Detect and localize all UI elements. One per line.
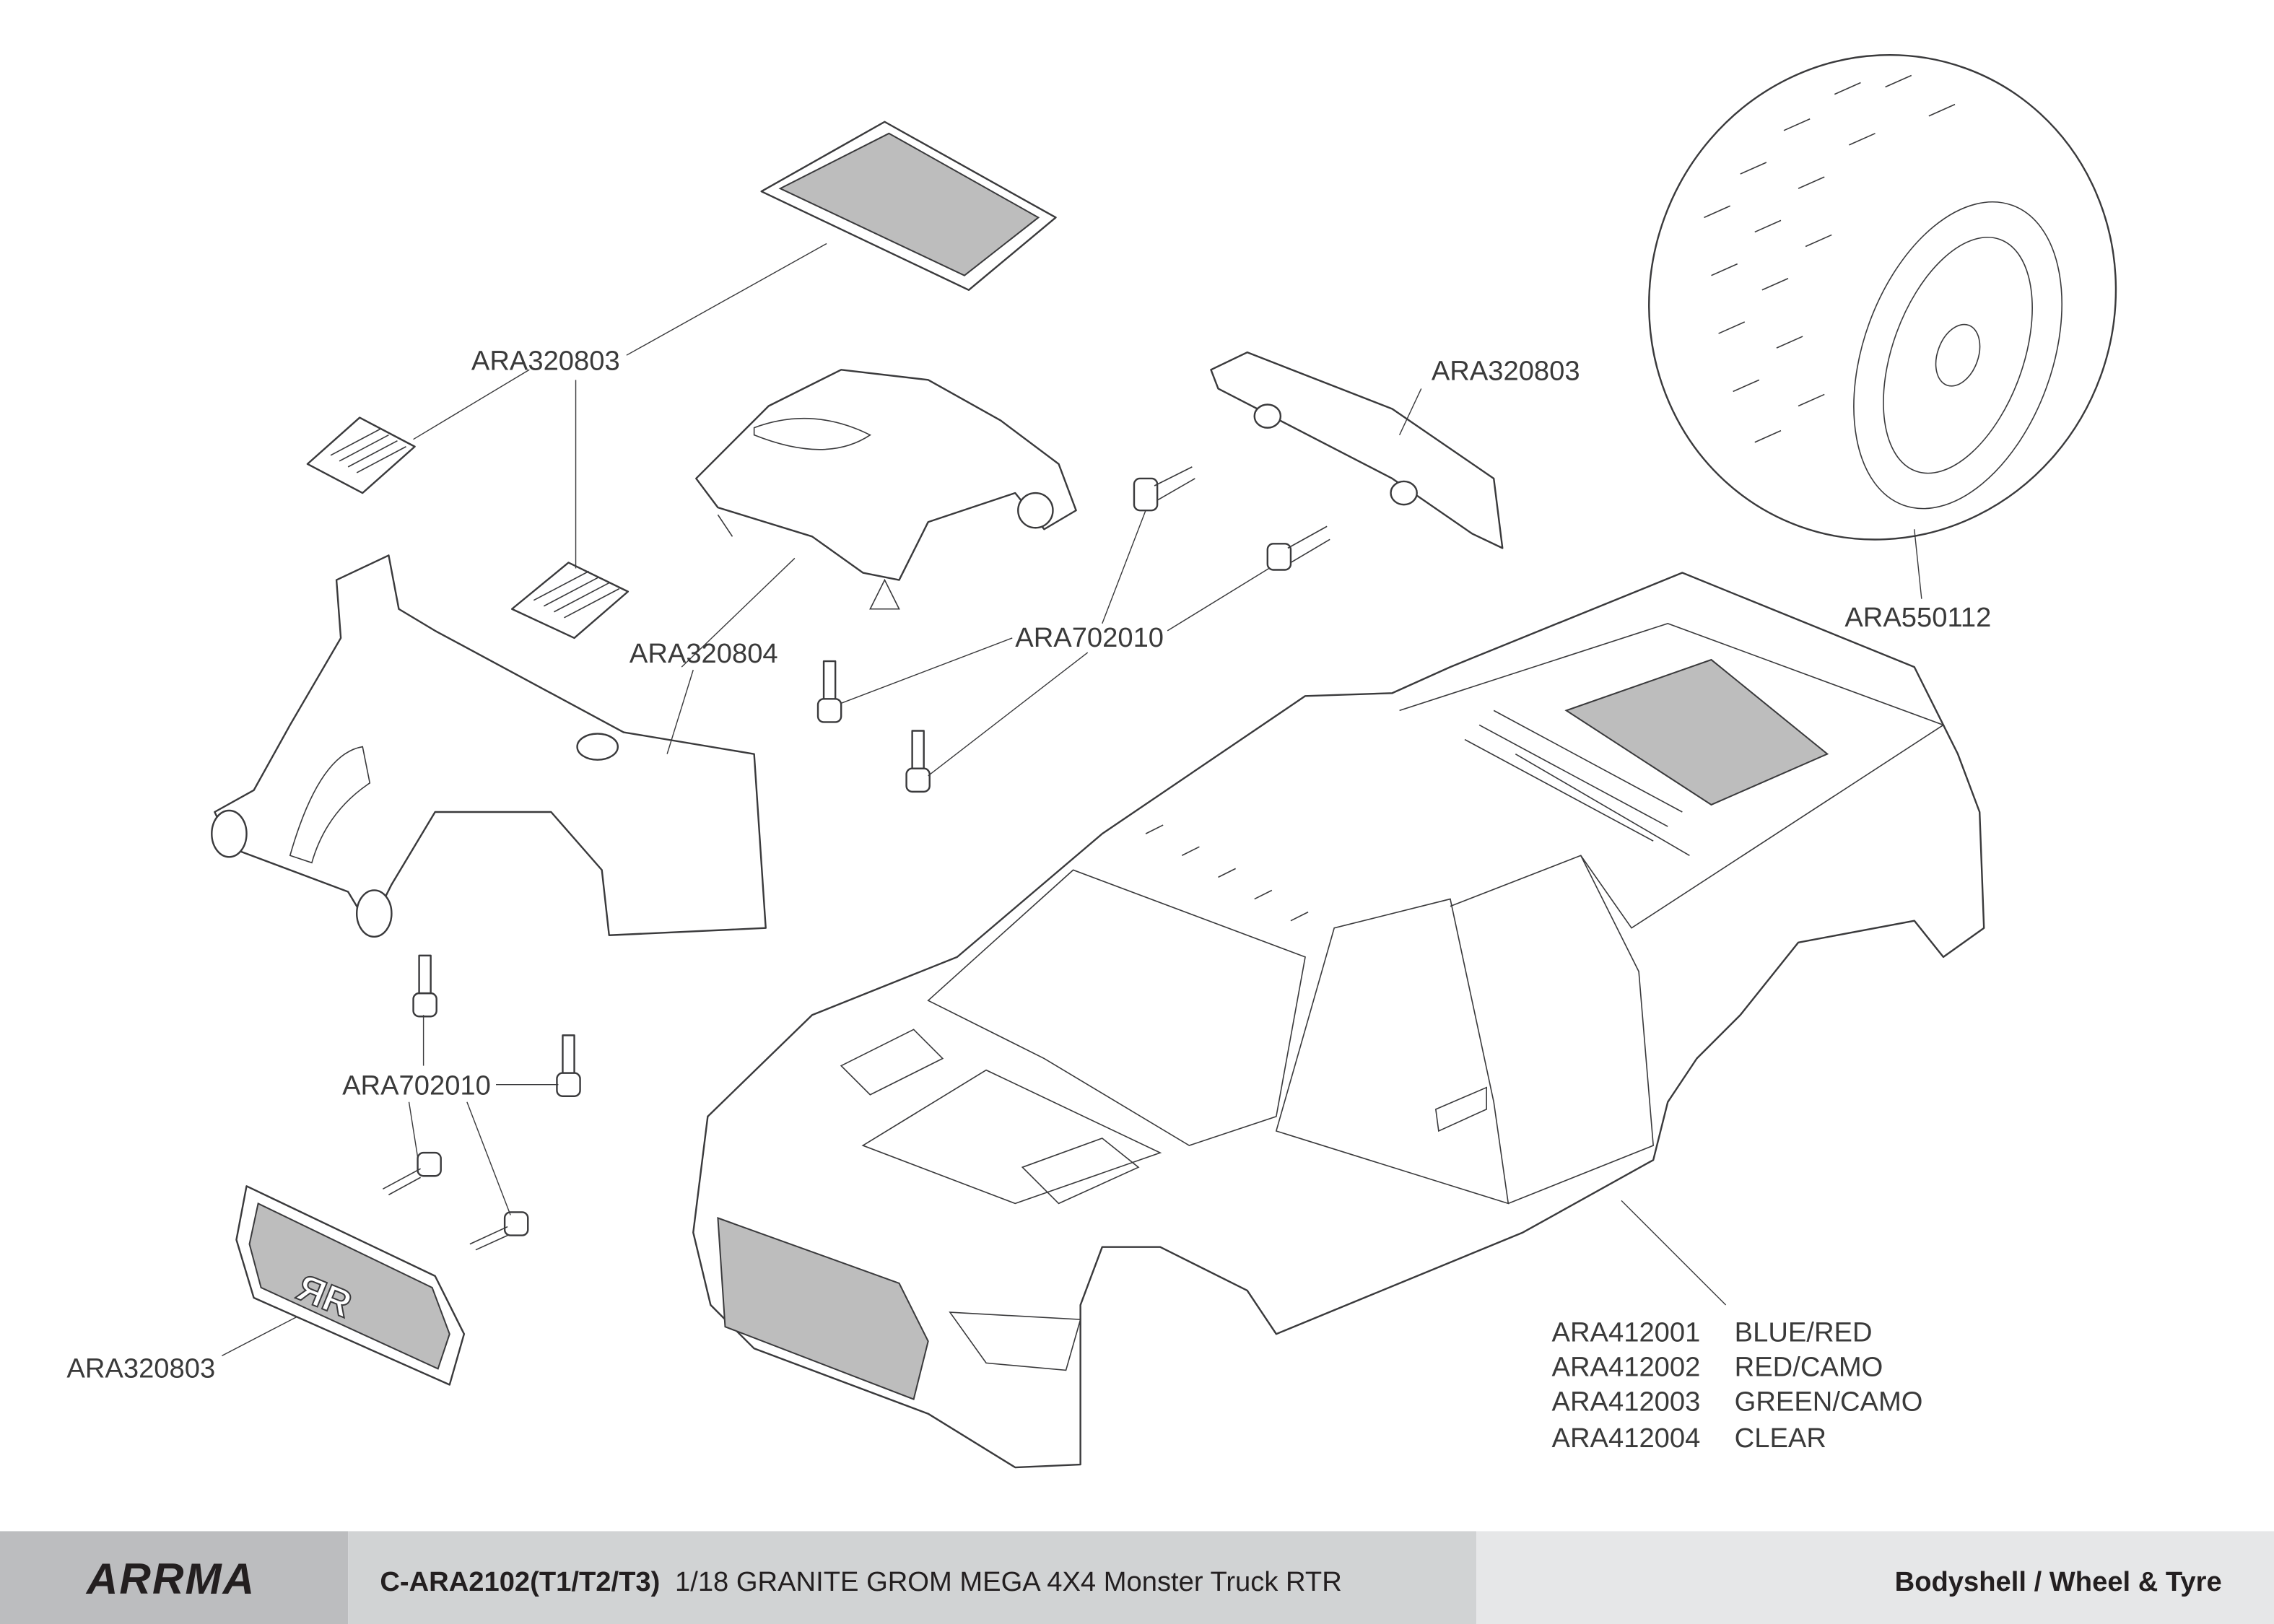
callout-spoiler: ARA320803 xyxy=(1432,355,1580,386)
roof-panel-part xyxy=(760,121,1057,291)
variant-part: ARA412002 xyxy=(1552,1351,1701,1382)
variant-part: ARA412001 xyxy=(1552,1317,1701,1348)
variant-color: RED/CAMO xyxy=(1735,1351,1883,1382)
body-mount-cage-part xyxy=(695,369,1077,610)
model-name: 1/18 GRANITE GROM MEGA 4X4 Monster Truck… xyxy=(675,1566,1342,1597)
model-code: C-ARA2102(T1/T2/T3) xyxy=(380,1566,660,1597)
screw-icon xyxy=(816,660,842,723)
screw-icon xyxy=(412,954,437,1018)
footer-bar: ARRMA C-ARA2102(T1/T2/T3) 1/18 GRANITE G… xyxy=(0,1531,2274,1624)
screw-icon xyxy=(382,1151,442,1196)
front-body-mount-part xyxy=(211,554,767,938)
screw-icon xyxy=(469,1211,529,1251)
variant-color: BLUE/RED xyxy=(1735,1317,1873,1348)
callout-roof-panel: ARA320803 xyxy=(471,345,620,376)
variant-color: GREEN/CAMO xyxy=(1735,1387,1923,1418)
vent-part-2 xyxy=(510,562,630,639)
callout-tyre: ARA550112 xyxy=(1844,602,1991,633)
section-title: Bodyshell / Wheel & Tyre xyxy=(1895,1566,2222,1597)
callout-cage: ARA320804 xyxy=(630,638,778,669)
body-variants-table: ARA412001 BLUE/RED ARA412002 RED/CAMO AR… xyxy=(1552,1317,1923,1454)
variant-part: ARA412003 xyxy=(1552,1387,1701,1418)
arrma-logo: ARRMA xyxy=(85,1554,256,1603)
spoiler-part xyxy=(1210,351,1504,549)
tyre-part xyxy=(1648,53,2117,541)
screw-icon xyxy=(556,1034,581,1097)
leader-lines xyxy=(222,243,1922,1356)
grille-part: ЯR xyxy=(235,1185,466,1386)
variant-color: CLEAR xyxy=(1735,1423,1826,1454)
screw-parts xyxy=(382,466,1330,1251)
callout-grille: ARA320803 xyxy=(66,1353,215,1384)
callout-screws-lower: ARA702010 xyxy=(342,1070,491,1101)
screw-icon xyxy=(905,730,931,793)
vent-part-1 xyxy=(306,416,416,494)
variant-part: ARA412004 xyxy=(1552,1423,1701,1454)
truck-bodyshell-part xyxy=(692,572,1985,1469)
screw-icon xyxy=(1133,466,1195,512)
screw-icon xyxy=(1266,525,1330,571)
model-title: C-ARA2102(T1/T2/T3) 1/18 GRANITE GROM ME… xyxy=(380,1566,1341,1597)
callout-screws-upper: ARA702010 xyxy=(1015,622,1164,653)
